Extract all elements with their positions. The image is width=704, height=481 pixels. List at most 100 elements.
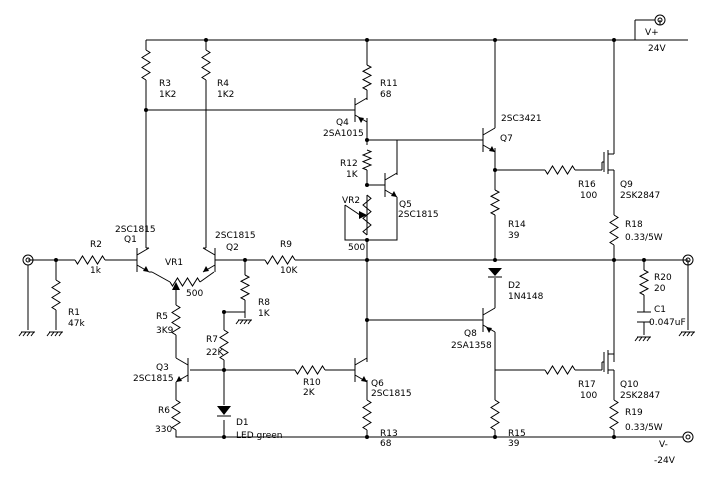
r11-resistor	[361, 64, 373, 91]
r3-resistor	[141, 49, 151, 81]
label-r1v: 47k	[68, 319, 85, 329]
ground-hatch	[678, 331, 683, 337]
r6-resistor	[171, 399, 181, 431]
r4-resistor	[201, 49, 211, 81]
junction-dot	[612, 258, 616, 262]
r20-resistor	[638, 269, 650, 296]
emitter-arrow	[489, 146, 495, 152]
label-q10: Q10	[620, 380, 639, 390]
junction-dot	[642, 258, 646, 262]
label-r12v: 1K	[346, 170, 359, 180]
r13-resistor	[362, 399, 372, 431]
r17-resistor	[544, 365, 576, 375]
junction-dot	[222, 310, 226, 314]
wire	[199, 271, 215, 283]
label-q6: Q6	[371, 379, 384, 389]
collector-lead	[354, 97, 368, 106]
label-r17v: 100	[580, 391, 597, 401]
label-d2: D2	[508, 281, 521, 291]
ground-hatch	[634, 336, 639, 342]
label-q7: Q7	[500, 134, 513, 144]
d2-diode	[488, 268, 502, 276]
junction-dot	[54, 258, 58, 262]
component-labels: V+ 24V V- -24V R31K2R41K2R1168Q42SA10152…	[68, 28, 686, 466]
ground-hatch	[235, 319, 240, 325]
label-vr2: VR2	[342, 196, 360, 206]
r8-resistor	[239, 274, 251, 301]
label-r6: R6	[158, 406, 170, 416]
wires	[27, 19, 689, 439]
label-d2t: 1N4148	[508, 292, 544, 302]
label-vr1: VR1	[165, 258, 183, 268]
emitter-arrow	[143, 266, 149, 272]
q10-mosfet	[602, 348, 615, 376]
junction-dot	[365, 258, 369, 262]
junction-dot	[365, 38, 369, 42]
label-q2: Q2	[226, 243, 239, 253]
ground-hatch	[22, 331, 27, 337]
label-c1: C1	[654, 305, 666, 315]
label-r10v: 2K	[303, 388, 316, 398]
label-r8v: 1K	[258, 309, 271, 319]
ground-hatch	[54, 331, 59, 337]
wire	[146, 20, 636, 41]
input-terminal	[22, 254, 34, 266]
collector-lead	[384, 172, 398, 181]
label-r9: R9	[280, 240, 292, 250]
r2-resistor	[74, 255, 106, 265]
emitter-arrow	[203, 266, 209, 272]
r14-resistor	[489, 189, 501, 216]
vminus-terminal-inner	[685, 434, 691, 440]
emitter-arrow	[358, 117, 364, 123]
ground-hatch	[26, 331, 31, 337]
vr2-wiper	[359, 211, 367, 219]
label-q6t: 2SC1815	[371, 389, 412, 399]
wire	[175, 430, 660, 438]
r12-resistor	[361, 149, 373, 171]
label-r16v: 100	[580, 191, 597, 201]
label-r13: R13	[380, 429, 398, 439]
ground-hatch	[247, 319, 252, 325]
label-q9: Q9	[620, 180, 633, 190]
q6-transistor	[354, 357, 368, 383]
label-q7t: 2SC3421	[501, 114, 542, 124]
r10-resistor	[294, 365, 326, 375]
r19-resistor	[609, 399, 619, 431]
r5-resistor	[171, 304, 181, 336]
label-q2t: 2SC1815	[215, 231, 256, 241]
vr1-wiper	[172, 282, 180, 290]
q3-transistor	[175, 357, 189, 383]
label-r11: R11	[380, 79, 398, 89]
label-q8t: 2SA1358	[451, 341, 492, 351]
label-r5: R5	[156, 312, 168, 322]
label-r15v: 39	[508, 439, 520, 449]
vplus-value: 24V	[648, 44, 666, 54]
junction-dot	[493, 168, 497, 172]
r9-resistor	[264, 255, 296, 265]
ground-hatch	[682, 331, 687, 337]
q1-transistor	[136, 247, 150, 273]
label-r14v: 39	[508, 231, 520, 241]
collector-lead	[136, 247, 150, 256]
ground-icon	[235, 319, 252, 325]
junction-dot	[365, 435, 369, 439]
label-r20v: 20	[654, 284, 666, 294]
ground-hatch	[30, 331, 35, 337]
label-r9v: 10K	[280, 266, 298, 276]
junction-dot	[365, 238, 369, 242]
label-q3t: 2SC1815	[133, 374, 174, 384]
ground-hatch	[46, 331, 51, 337]
label-r16: R16	[578, 180, 596, 190]
vplus-terminal	[654, 14, 666, 26]
label-r6v: 330	[155, 425, 172, 435]
r15-resistor	[490, 399, 500, 431]
label-r19v: 0.33/5W	[625, 423, 663, 433]
r1-resistor	[51, 279, 61, 311]
input-terminal-inner	[25, 257, 31, 263]
label-r7v: 22K	[206, 348, 224, 358]
emitter-arrow	[361, 376, 367, 382]
ground-hatch	[690, 331, 695, 337]
label-r18v: 0.33/5W	[625, 233, 663, 243]
vminus-value: -24V	[654, 456, 676, 466]
